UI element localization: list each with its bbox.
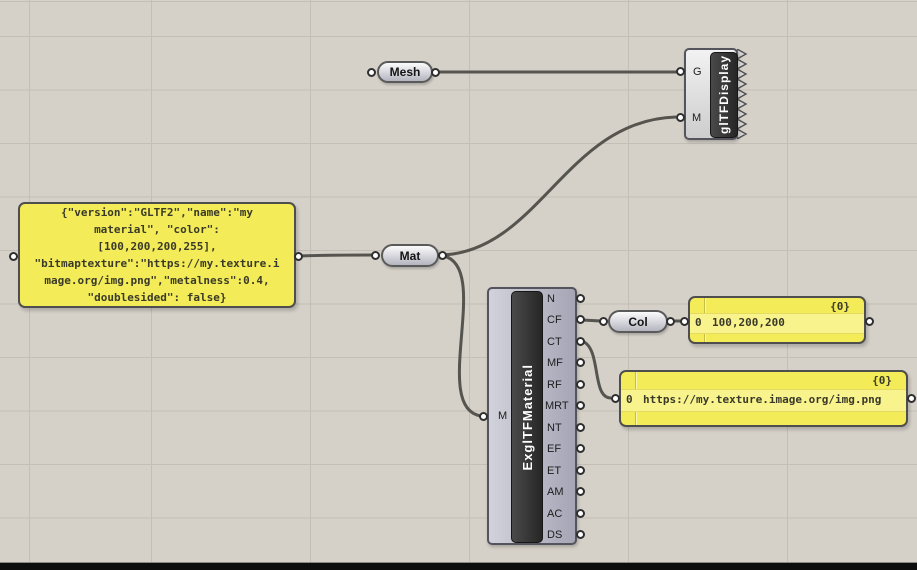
output-label-ct: CT — [547, 336, 562, 348]
output-grip[interactable] — [576, 315, 585, 324]
mat-param-label: Mat — [399, 248, 421, 263]
output-grip[interactable] — [438, 251, 447, 260]
output-grip[interactable] — [576, 380, 585, 389]
mat-param-node[interactable]: Mat — [381, 244, 439, 267]
wire-mat-to-display-m — [443, 115, 677, 257]
ex-gltf-material-component[interactable]: M ExglTFMaterial N CF CT MF RF MRT NT EF… — [487, 287, 577, 545]
output-label-ac: AC — [547, 508, 563, 520]
input-grip[interactable] — [676, 113, 685, 122]
output-grip[interactable] — [576, 294, 585, 303]
output-grip[interactable] — [576, 423, 585, 432]
col-param-node[interactable]: Col — [608, 310, 668, 333]
canvas-bottom-edge — [0, 562, 917, 570]
input-grip[interactable] — [680, 317, 689, 326]
texture-url-value: https://my.texture.image.org/img.png — [643, 393, 882, 406]
material-json-text: {"version":"GLTF2","name":"my material",… — [34, 206, 280, 304]
wire-ct-to-texturepanel — [581, 339, 612, 400]
ex-gltf-material-name: ExglTFMaterial — [519, 363, 535, 471]
output-grip[interactable] — [576, 337, 585, 346]
output-grip[interactable] — [666, 317, 675, 326]
data-path-badge: {0} — [830, 300, 850, 313]
wire-cf-to-col — [581, 318, 602, 323]
output-label-ef: EF — [547, 443, 562, 455]
wire-mat-to-material-m — [443, 254, 482, 418]
output-grip[interactable] — [576, 487, 585, 496]
output-label-n: N — [547, 293, 555, 305]
panel-row — [621, 389, 906, 412]
wire-jsonpanel-to-mat — [299, 253, 374, 258]
mesh-param-label: Mesh — [389, 65, 421, 79]
data-path-badge: {0} — [872, 374, 892, 387]
output-grip[interactable] — [431, 68, 440, 77]
col-param-label: Col — [628, 314, 648, 329]
output-grip[interactable] — [576, 358, 585, 367]
gltf-display-name: glTFDisplay — [717, 55, 731, 135]
ex-gltf-material-nameplate[interactable]: ExglTFMaterial — [511, 291, 543, 543]
output-grip[interactable] — [576, 509, 585, 518]
output-label-et: ET — [547, 465, 562, 477]
input-grip[interactable] — [676, 67, 685, 76]
input-grip[interactable] — [9, 252, 18, 261]
output-label-ds: DS — [547, 529, 563, 541]
input-grip[interactable] — [371, 251, 380, 260]
display-input-m-label: M — [692, 112, 702, 124]
input-grip[interactable] — [599, 317, 608, 326]
color-value: 100,200,200 — [712, 316, 785, 329]
row-index: 0 — [626, 393, 633, 406]
gltf-display-nameplate[interactable]: glTFDisplay — [710, 52, 738, 138]
output-grip[interactable] — [576, 530, 585, 539]
input-grip[interactable] — [611, 394, 620, 403]
output-label-rf: RF — [547, 379, 562, 391]
output-label-nt: NT — [547, 422, 562, 434]
mesh-param-node[interactable]: Mesh — [377, 61, 433, 83]
output-label-cf: CF — [547, 314, 562, 326]
color-value-panel[interactable]: {0} 0 100,200,200 — [688, 296, 866, 344]
output-grip[interactable] — [294, 252, 303, 261]
row-index: 0 — [695, 316, 702, 329]
no-output-zigzag-edge — [737, 49, 748, 139]
output-grip[interactable] — [865, 317, 874, 326]
panel-row — [690, 313, 864, 334]
material-json-panel[interactable]: {"version":"GLTF2","name":"my material",… — [18, 202, 296, 308]
output-grip[interactable] — [907, 394, 916, 403]
output-label-mrt: MRT — [545, 400, 569, 412]
output-label-mf: MF — [547, 357, 563, 369]
input-grip[interactable] — [367, 68, 376, 77]
gltf-display-component[interactable]: G M glTFDisplay — [684, 48, 738, 140]
output-grip[interactable] — [576, 466, 585, 475]
material-input-m-label: M — [498, 410, 508, 422]
input-grip[interactable] — [479, 412, 488, 421]
output-label-am: AM — [547, 486, 564, 498]
display-input-g-label: G — [693, 66, 702, 78]
texture-url-panel[interactable]: {0} 0 https://my.texture.image.org/img.p… — [619, 370, 908, 427]
output-grip[interactable] — [576, 401, 585, 410]
output-grip[interactable] — [576, 444, 585, 453]
